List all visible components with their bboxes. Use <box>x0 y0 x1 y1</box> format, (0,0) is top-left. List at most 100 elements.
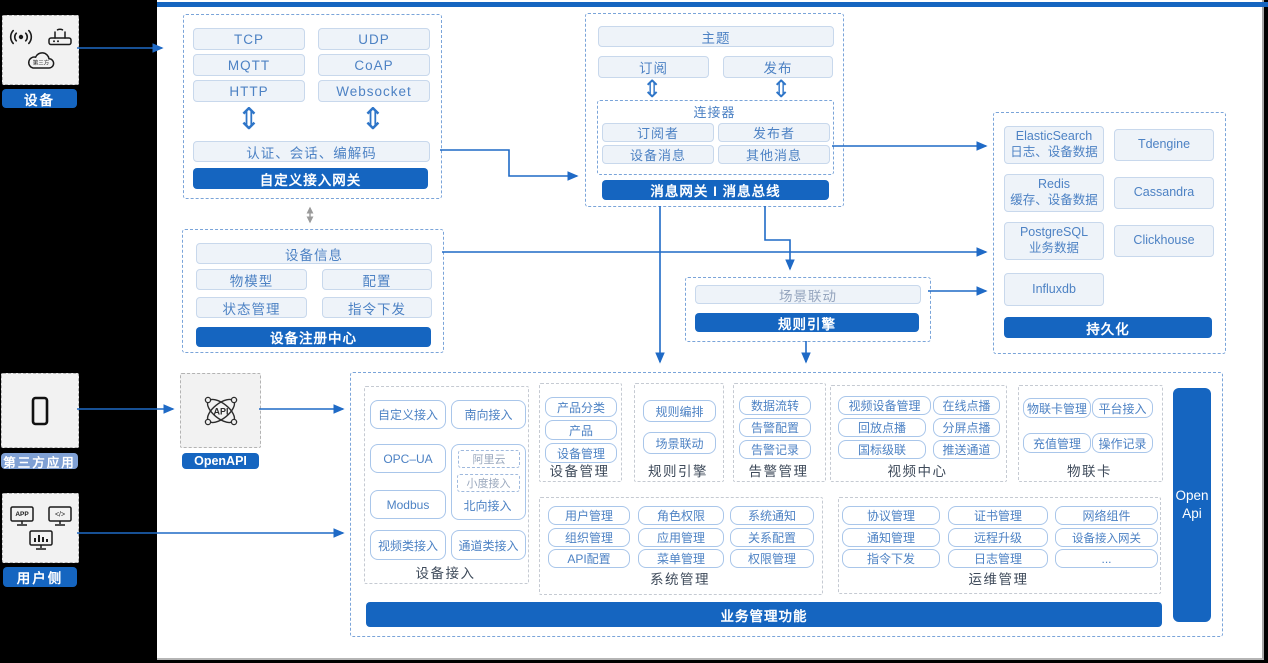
node-aliyun: 阿里云 <box>458 450 520 468</box>
svg-text:</>: </> <box>54 512 64 519</box>
section-label-rule-engine: 规则引擎 <box>648 464 708 479</box>
node-video-device-mgmt: 视频设备管理 <box>838 396 931 415</box>
section-label-device-mgmt: 设备管理 <box>549 464 610 479</box>
node-operation-record: 操作记录 <box>1092 433 1153 453</box>
node-coap: CoAP <box>318 54 430 76</box>
svg-text:第三方: 第三方 <box>32 59 49 67</box>
device-registry-box <box>182 229 444 353</box>
third-party-cloud-icon: 第三方 <box>27 52 54 69</box>
updown-arrow-icon: ⇕ <box>770 75 792 103</box>
api-network-icon: API <box>204 396 237 425</box>
section-device-mgmt <box>539 383 622 482</box>
section-iot-card <box>1018 385 1163 482</box>
node-opc-ua: OPC–UA <box>370 444 446 473</box>
node-modbus: Modbus <box>370 490 446 519</box>
node-playback: 回放点播 <box>838 418 926 437</box>
business-functions-box <box>350 372 1223 637</box>
updown-arrow-icon: ⇕ <box>236 102 262 137</box>
bar-message-bus: 消息网关 I 消息总线 <box>602 180 829 200</box>
node-channel-access: 通道类接入 <box>451 530 526 560</box>
node-product-category: 产品分类 <box>545 397 617 417</box>
svg-text:APP: APP <box>15 511 29 518</box>
section-label-system-mgmt: 系统管理 <box>650 572 710 587</box>
node-tcp: TCP <box>193 28 305 50</box>
node-mqtt: MQTT <box>193 54 305 76</box>
rail-label-user-side: 用户侧 <box>3 567 77 587</box>
node-subscribe: 订阅 <box>598 56 709 78</box>
node-recharge-mgmt: 充值管理 <box>1023 433 1091 453</box>
openapi-icon-box: API <box>180 373 261 448</box>
node-device-mgmt: 设备管理 <box>545 443 617 463</box>
node-alarm-config: 告警配置 <box>739 418 811 437</box>
node-topic: 主题 <box>598 26 834 47</box>
code-window-icon: </> <box>47 506 72 526</box>
dashboard-chart-icon <box>28 530 53 550</box>
node-websocket: Websocket <box>318 80 430 102</box>
node-command-dispatch: 指令下发 <box>322 297 432 318</box>
connector-box <box>597 100 834 175</box>
persistence-box <box>993 112 1226 354</box>
node-product: 产品 <box>545 420 617 440</box>
bar-rule-engine: 规则引擎 <box>695 313 919 332</box>
node-gb-cascade: 国标级联 <box>838 440 926 459</box>
section-video-center <box>830 385 1007 482</box>
top-accent-line <box>157 2 1268 7</box>
node-clickhouse: Clickhouse <box>1114 225 1214 257</box>
node-north-access: 北向接入 <box>463 498 512 513</box>
section-label-ops-mgmt: 运维管理 <box>968 572 1029 587</box>
node-device-message: 设备消息 <box>602 145 714 164</box>
custom-gateway-box <box>183 14 442 199</box>
message-bus-box <box>585 13 844 207</box>
section-label-iot-card: 物联卡 <box>1067 464 1112 479</box>
node-scene-linkage: 场景联动 <box>695 285 921 304</box>
node-device-info: 设备信息 <box>196 243 432 264</box>
node-network-component: 网络组件 <box>1055 506 1158 525</box>
smartphone-icon <box>31 396 49 425</box>
node-tdengine: Tdengine <box>1114 129 1214 161</box>
section-label-alarm-mgmt: 告警管理 <box>748 464 809 479</box>
node-http: HTTP <box>193 80 305 102</box>
node-config: 配置 <box>322 269 432 290</box>
node-user-mgmt: 用户管理 <box>548 506 630 525</box>
node-device-access-gateway: 设备接入网关 <box>1055 528 1158 547</box>
rail-label-third-party: 第三方应用 <box>1 453 78 470</box>
device-icon-group: 第三方 <box>2 15 79 85</box>
updown-arrow-icon: ⇕ <box>360 102 386 137</box>
node-ops-more: ... <box>1055 549 1158 568</box>
bar-business-functions: 业务管理功能 <box>366 602 1162 627</box>
rail-label-device: 设备 <box>2 89 77 108</box>
node-redis: Redis 缓存、设备数据 <box>1004 174 1104 212</box>
node-cert-mgmt: 证书管理 <box>948 506 1048 525</box>
section-label-device-access: 设备接入 <box>415 566 476 581</box>
node-split-screen: 分屏点播 <box>933 418 1000 437</box>
node-subscriber: 订阅者 <box>602 123 714 142</box>
user-side-icon-group: APP </> <box>2 493 79 563</box>
node-status-mgmt: 状态管理 <box>196 297 307 318</box>
node-publish: 发布 <box>723 56 833 78</box>
wireless-signal-icon <box>9 29 32 45</box>
section-system-mgmt <box>539 497 823 595</box>
node-custom-access: 自定义接入 <box>370 400 446 429</box>
node-data-flow: 数据流转 <box>739 396 811 415</box>
node-command-dispatch-ops: 指令下发 <box>842 549 940 568</box>
bar-persistence: 持久化 <box>1004 317 1212 338</box>
node-south-access: 南向接入 <box>451 400 526 429</box>
node-system-notice: 系统通知 <box>730 506 814 525</box>
node-udp: UDP <box>318 28 430 50</box>
node-publisher: 发布者 <box>718 123 830 142</box>
node-app-mgmt: 应用管理 <box>638 528 724 547</box>
node-xiaodu-access: 小度接入 <box>457 474 520 492</box>
updown-arrow-icon: ⇕ <box>641 75 663 103</box>
node-other-message: 其他消息 <box>718 145 830 164</box>
node-platform-access: 平台接入 <box>1092 398 1153 418</box>
node-protocol-mgmt: 协议管理 <box>842 506 940 525</box>
section-ops-mgmt <box>838 497 1161 594</box>
node-cassandra: Cassandra <box>1114 177 1214 209</box>
node-thing-model: 物模型 <box>196 269 307 290</box>
openapi-label: OpenAPI <box>182 453 259 469</box>
node-session-layer: 认证、会话、编解码 <box>193 141 430 162</box>
node-scene-linkage-biz: 场景联动 <box>643 432 716 454</box>
node-postgresql: PostgreSQL 业务数据 <box>1004 222 1104 260</box>
section-device-access <box>364 386 529 584</box>
node-elasticsearch: ElasticSearch 日志、设备数据 <box>1004 126 1104 164</box>
